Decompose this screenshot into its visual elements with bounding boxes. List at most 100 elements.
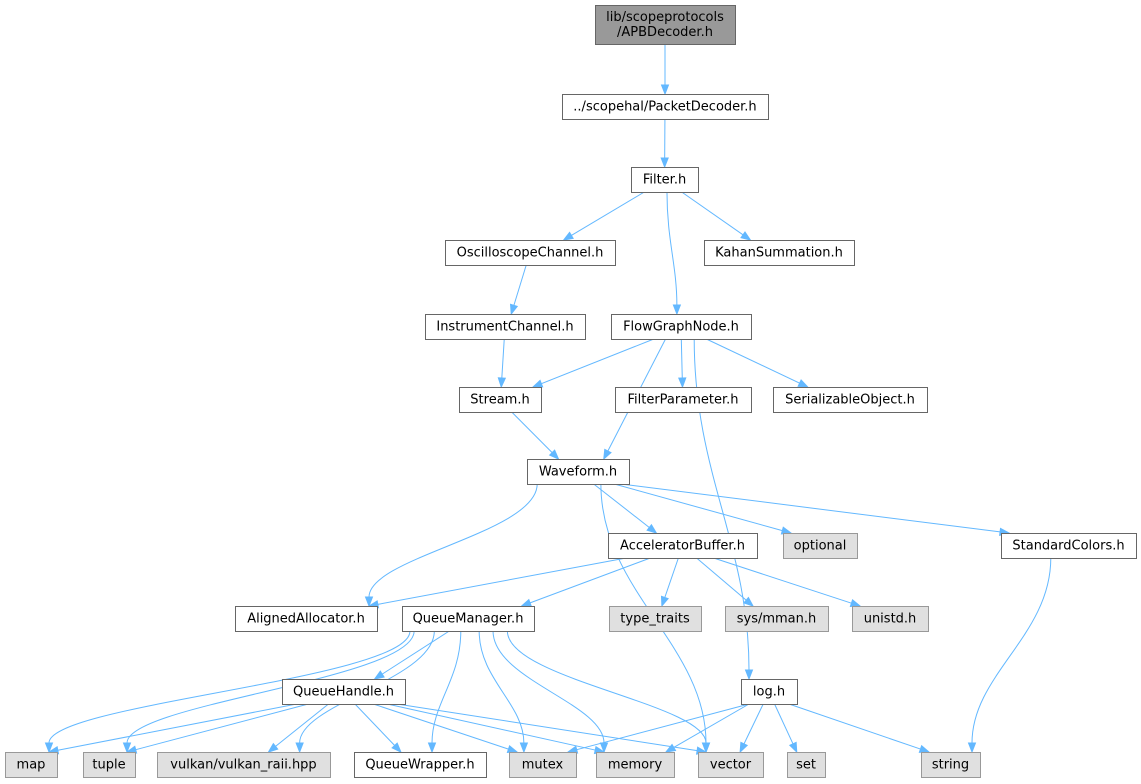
node-serial-label: SerializableObject.h — [785, 393, 915, 408]
node-mutex: mutex — [509, 752, 577, 778]
edge-accel-to-qmgr — [529, 557, 651, 604]
arrowhead-flow-to-fparam — [678, 377, 687, 389]
node-unistd: unistd.h — [852, 606, 929, 632]
node-filter-label: Filter.h — [643, 173, 686, 188]
edge-qhandle-to-mutex — [373, 703, 509, 750]
edge-qhandle-to-vector — [396, 703, 698, 752]
edge-stream-to-wave — [511, 411, 553, 453]
arrowhead-qmgr-to-tuple — [122, 742, 132, 754]
edge-qhandle-to-memory — [387, 703, 596, 751]
edge-log-to-mutex — [576, 703, 750, 751]
node-stdcol-label: StandardColors.h — [1012, 539, 1124, 554]
node-apb-label: /APBDecoder.h — [617, 25, 713, 40]
node-apb-box — [595, 5, 736, 45]
node-serial[interactable]: SerializableObject.h — [773, 387, 928, 413]
edge-instr-to-stream — [501, 338, 505, 379]
node-accel-label: AcceleratorBuffer.h — [620, 539, 745, 554]
node-kahan[interactable]: KahanSummation.h — [704, 240, 855, 266]
nodes-layer: lib/scopeprotocols/APBDecoder.h ../scopeh… — [5, 5, 1137, 778]
arrowhead-filter-to-kahan — [740, 231, 752, 241]
node-qhandle-box — [282, 679, 406, 705]
node-stream-box — [459, 387, 542, 413]
edge-filter-to-kahan — [681, 191, 744, 236]
node-optional-box — [783, 533, 858, 559]
node-vkraii: vulkan/vulkan_raii.hpp — [157, 752, 331, 778]
node-sysmman-label: sys/mman.h — [737, 612, 817, 627]
node-fparam-box — [615, 387, 752, 413]
node-map: map — [5, 752, 58, 778]
arrowhead-accel-to-typetraits — [660, 595, 669, 608]
node-osc[interactable]: OscilloscopeChannel.h — [445, 240, 616, 266]
node-accel[interactable]: AcceleratorBuffer.h — [608, 533, 758, 559]
edge-qmgr-to-map — [48, 630, 411, 744]
node-flow[interactable]: FlowGraphNode.h — [611, 314, 752, 340]
arrowhead-wave-to-optional — [780, 526, 793, 535]
node-apb[interactable]: lib/scopeprotocols/APBDecoder.h — [595, 5, 736, 45]
edge-wave-to-optional — [614, 483, 783, 532]
edge-qhandle-to-vkraii — [275, 703, 329, 747]
node-qmgr[interactable]: QueueManager.h — [402, 606, 535, 632]
node-qmgr-box — [402, 606, 535, 632]
edge-qhandle-to-tuple — [135, 703, 309, 751]
node-qwrap-box — [354, 752, 487, 778]
node-typetraits: type_traits — [609, 606, 702, 632]
arrowhead-packet-to-filter — [660, 157, 669, 169]
edge-filter-to-flow — [666, 191, 678, 306]
edge-wave-to-aligned — [368, 483, 538, 598]
node-packet-label: ../scopehal/PacketDecoder.h — [573, 100, 756, 115]
edge-stdcol-to-string — [971, 557, 1052, 744]
node-memory-box — [596, 752, 675, 778]
node-tuple: tuple — [83, 752, 136, 778]
node-osc-label: OscilloscopeChannel.h — [457, 246, 604, 261]
arrowhead-flow-to-log — [744, 669, 754, 681]
edge-log-to-set — [774, 703, 794, 745]
arrowhead-flow-to-wave — [603, 448, 612, 461]
arrowhead-flow-to-stream — [531, 379, 544, 388]
node-qwrap[interactable]: QueueWrapper.h — [354, 752, 487, 778]
node-serial-box — [773, 387, 928, 413]
arrowhead-qmgr-to-mutex — [519, 742, 529, 754]
node-aligned-label: AlignedAllocator.h — [247, 612, 365, 627]
arrowhead-filter-to-flow — [672, 304, 682, 316]
node-wave-label: Waveform.h — [539, 465, 617, 480]
node-string-label: string — [932, 758, 969, 773]
node-apb-label: lib/scopeprotocols — [606, 10, 724, 25]
edge-accel-to-typetraits — [664, 557, 679, 598]
arrowhead-stream-to-wave — [548, 449, 560, 460]
node-stream[interactable]: Stream.h — [459, 387, 542, 413]
node-vector-box — [698, 752, 764, 778]
edge-qmgr-to-mutex — [478, 630, 525, 744]
edge-wave-to-stdcol — [620, 483, 1001, 533]
edge-log-to-string — [788, 703, 921, 750]
node-stdcol-box — [1001, 533, 1137, 559]
node-optional: optional — [783, 533, 858, 559]
node-accel-box — [608, 533, 758, 559]
node-map-label: map — [17, 758, 46, 773]
arrowhead-log-to-vector — [739, 741, 749, 754]
edge-log-to-vector — [743, 703, 764, 745]
node-packet[interactable]: ../scopehal/PacketDecoder.h — [562, 94, 769, 120]
edge-qhandle-to-map — [57, 703, 297, 751]
node-fparam[interactable]: FilterParameter.h — [615, 387, 752, 413]
node-mutex-box — [509, 752, 577, 778]
node-filter[interactable]: Filter.h — [631, 167, 699, 193]
node-qhandle[interactable]: QueueHandle.h — [282, 679, 406, 705]
node-set-box — [787, 752, 826, 778]
arrowhead-qmgr-to-map — [44, 742, 54, 754]
node-instr[interactable]: InstrumentChannel.h — [425, 314, 586, 340]
node-wave[interactable]: Waveform.h — [527, 459, 630, 485]
node-aligned[interactable]: AlignedAllocator.h — [235, 606, 378, 632]
arrowhead-qmgr-to-qhandle — [373, 670, 385, 680]
arrowhead-log-to-string — [918, 744, 931, 753]
edge-qhandle-to-qwrap — [354, 703, 396, 746]
node-instr-box — [425, 314, 586, 340]
arrowhead-stdcol-to-string — [967, 742, 977, 754]
arrowhead-instr-to-stream — [497, 377, 507, 389]
arrowhead-accel-to-qmgr — [520, 598, 533, 607]
node-optional-label: optional — [794, 539, 847, 554]
node-stdcol[interactable]: StandardColors.h — [1001, 533, 1137, 559]
node-tuple-label: tuple — [92, 758, 125, 773]
node-log[interactable]: log.h — [741, 679, 798, 705]
node-memory-label: memory — [608, 758, 663, 773]
edge-osc-to-instr — [513, 264, 527, 306]
